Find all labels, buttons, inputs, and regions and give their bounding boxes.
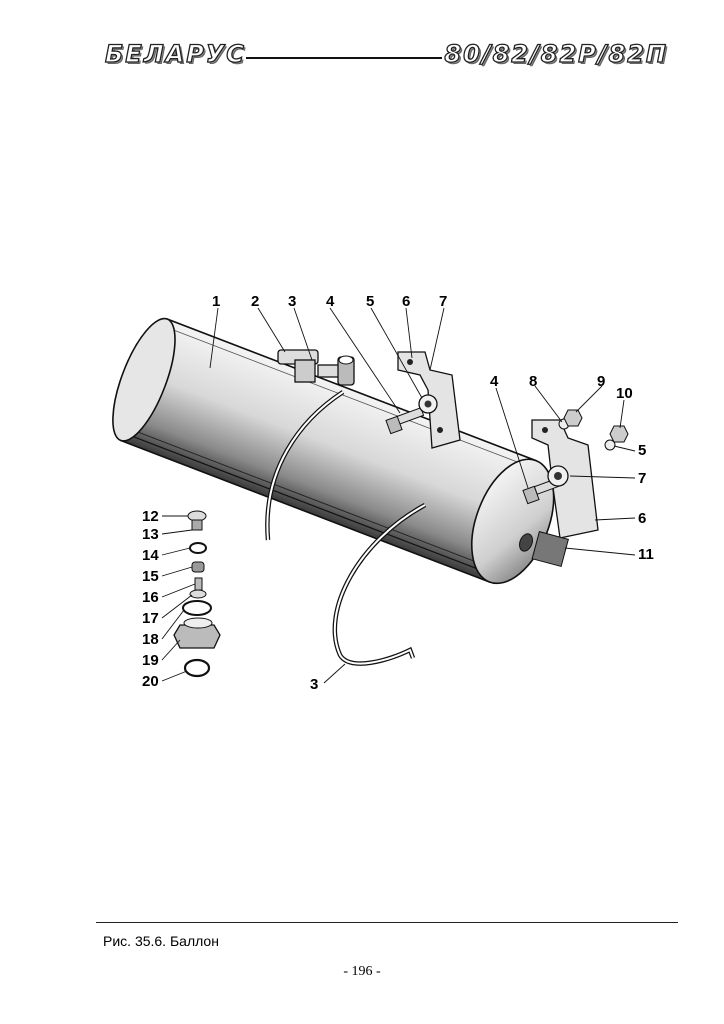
bolt-right-icon [522, 465, 569, 505]
tank-body [112, 317, 555, 585]
figure-caption: Рис. 35.6. Баллон [103, 933, 219, 949]
model-title: 80/82/82Р/82П [444, 39, 668, 68]
callout-17: 17 [142, 610, 159, 627]
callout-4-right: 4 [490, 373, 499, 390]
callout-13: 13 [142, 526, 159, 543]
callout-5: 5 [366, 293, 375, 310]
callout-4: 4 [326, 293, 335, 310]
leader-lines [161, 307, 636, 684]
brand-title: БЕЛАРУС [104, 39, 246, 68]
callout-3: 3 [288, 293, 297, 310]
callout-7-right: 7 [638, 470, 647, 487]
page-header: БЕЛАРУС 80/82/82Р/82П [100, 38, 670, 72]
callout-18: 18 [142, 631, 159, 648]
callout-19: 19 [142, 652, 159, 669]
callout-10: 10 [616, 385, 633, 402]
callout-1: 1 [212, 293, 221, 310]
header-rule [246, 57, 442, 59]
callout-3-bottom: 3 [310, 676, 319, 693]
page-number: - 196 - [343, 964, 381, 979]
callout-6: 6 [402, 293, 411, 310]
footer-rule [96, 922, 678, 923]
callout-8: 8 [529, 373, 538, 390]
callout-6-right: 6 [638, 510, 647, 527]
callout-9: 9 [597, 373, 606, 390]
callout-2: 2 [251, 293, 260, 310]
air-tank-figure: 1 2 3 4 5 6 7 4 8 9 10 5 7 6 11 12 13 14… [0, 280, 724, 710]
tank-drawing [112, 307, 636, 684]
callout-12: 12 [142, 508, 159, 525]
callout-20: 20 [142, 673, 159, 690]
callout-5-right: 5 [638, 442, 647, 459]
callout-7: 7 [439, 293, 448, 310]
callout-15: 15 [142, 568, 159, 585]
callout-11: 11 [638, 546, 654, 563]
callout-16: 16 [142, 589, 159, 606]
drain-valve-icon [173, 510, 221, 678]
bolt-left-icon [385, 394, 438, 435]
callout-14: 14 [142, 547, 159, 564]
valve-tee-icon [277, 349, 355, 386]
